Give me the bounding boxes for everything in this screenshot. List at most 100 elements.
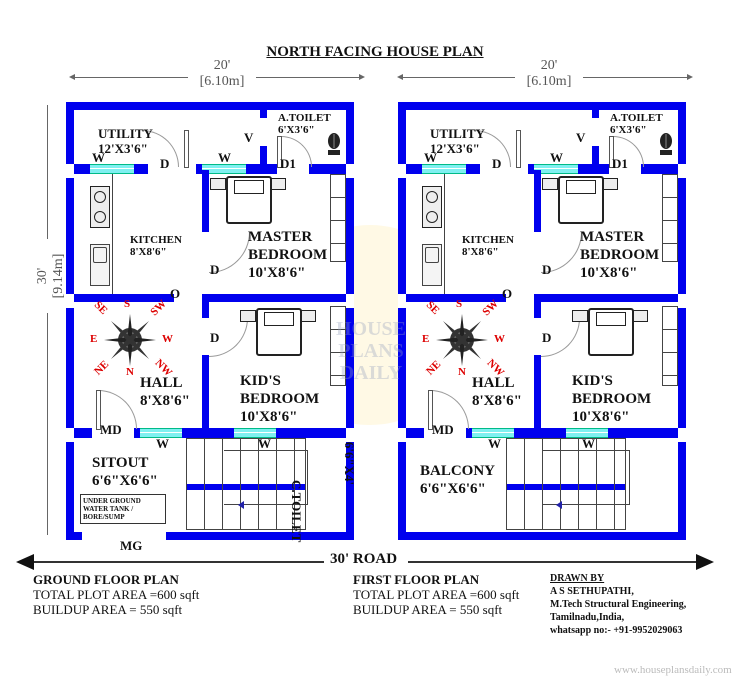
window [534, 164, 578, 174]
stair-arrow-icon [234, 501, 244, 509]
road-line-right [408, 561, 698, 563]
wall [534, 294, 678, 302]
room-size: 10'X8'6" [248, 265, 306, 281]
room-size: 8'X8'6" [472, 393, 522, 409]
door-opening [424, 428, 466, 438]
staircase [186, 438, 306, 530]
room-size: 8'X8'6" [462, 246, 499, 258]
sink-icon [90, 244, 110, 286]
ventilator [592, 118, 599, 146]
main-door-mark: MD [100, 422, 122, 437]
stair-direction-line [542, 450, 630, 505]
depth-label: 30' [9.14m] [35, 239, 67, 313]
room-size: 6'6"X6'6" [92, 473, 158, 489]
nightstand-icon [572, 310, 588, 322]
wall [202, 294, 346, 302]
door-opening [148, 164, 196, 174]
opening-mark: O [502, 286, 513, 301]
window [202, 164, 246, 174]
compass-icon [100, 310, 160, 370]
room-name: MASTER [580, 229, 645, 245]
stair-arrow-icon [552, 501, 562, 509]
watermark-line: HOUSE [335, 318, 407, 340]
door-mark: D [210, 262, 220, 277]
door-mark: D [210, 330, 220, 345]
nightstand-icon [300, 310, 316, 322]
room-name: BEDROOM [580, 247, 660, 263]
nightstand-icon [602, 178, 618, 190]
right-width-label: 20' [6.10m] [515, 58, 583, 90]
drawn-by-block: DRAWN BY A S SETHUPATHI, M.Tech Structur… [550, 572, 686, 637]
compass-n: N [126, 366, 134, 378]
ground-floor-summary: GROUND FLOOR PLAN TOTAL PLOT AREA =600 s… [33, 572, 199, 617]
title-text: NORTH FACING HOUSE PLAN [266, 44, 484, 60]
kids-bed-icon [588, 308, 634, 356]
door-mark-d1: D1 [280, 156, 296, 171]
window [140, 428, 182, 438]
door-mark: D [160, 156, 170, 171]
drawn-by-heading: DRAWN BY [550, 573, 605, 584]
window-mark: W [156, 436, 169, 451]
compass-n: N [458, 366, 466, 378]
sink-icon [422, 244, 442, 286]
road-label: 30' ROAD [330, 551, 398, 567]
opening [398, 164, 406, 178]
toilet-icon [658, 132, 674, 155]
opening [346, 294, 354, 308]
nightstand-icon [240, 310, 256, 322]
stove-icon [422, 186, 442, 228]
left-width-label: 20' [6.10m] [188, 58, 256, 90]
ground-floor-title: GROUND FLOOR PLAN [33, 572, 179, 587]
water-tank-label: UNDER GROUND WATER TANK / BORE/SUMP [80, 494, 166, 524]
depth-dimension-line [47, 105, 48, 535]
website-url: www.houseplansdaily.com [614, 664, 732, 676]
window-mark: W [550, 150, 563, 165]
room-size: 12'X3'6" [98, 141, 148, 156]
opening [346, 164, 354, 178]
compass-w: W [162, 333, 173, 345]
master-bed-icon [226, 176, 272, 224]
wall [74, 294, 174, 302]
room-size: 10'X8'6" [572, 409, 630, 425]
opening [398, 294, 406, 308]
ventilator-mark: V [576, 130, 586, 145]
window [234, 428, 276, 438]
room-name: HALL [140, 375, 183, 391]
door-opening [609, 164, 641, 174]
depth-m: [9.14m] [51, 253, 66, 299]
ground-buildup-area: BUILDUP AREA = 550 sqft [33, 602, 183, 617]
left-width-ft: 20' [213, 58, 231, 73]
drawn-by-name: A S SETHUPATHI, [550, 586, 634, 597]
road-arrow-left-icon [16, 554, 34, 570]
first-plot-area: TOTAL PLOT AREA =600 sqft [353, 587, 520, 602]
room-name: SITOUT [92, 455, 149, 471]
door-opening [480, 164, 528, 174]
toilet-icon [326, 132, 342, 155]
wall [534, 170, 541, 232]
opening-mark: O [170, 286, 181, 301]
door-leaf [428, 390, 433, 430]
room-size: 6'6"X6'6" [420, 481, 486, 497]
drawn-by-contact: whatsapp no:- +91-9952029063 [550, 625, 683, 636]
door-opening [277, 164, 309, 174]
first-floor-title: FIRST FLOOR PLAN [353, 572, 480, 587]
nightstand-icon [270, 178, 286, 190]
first-buildup-area: BUILDUP AREA = 550 sqft [353, 602, 503, 617]
nightstand-icon [542, 178, 558, 190]
wall [534, 302, 541, 318]
window-mark: W [424, 150, 437, 165]
window-mark: W [582, 436, 595, 451]
room-name: KITCHEN [462, 234, 514, 246]
main-door-mark: MD [432, 422, 454, 437]
compass-e: E [422, 333, 430, 345]
